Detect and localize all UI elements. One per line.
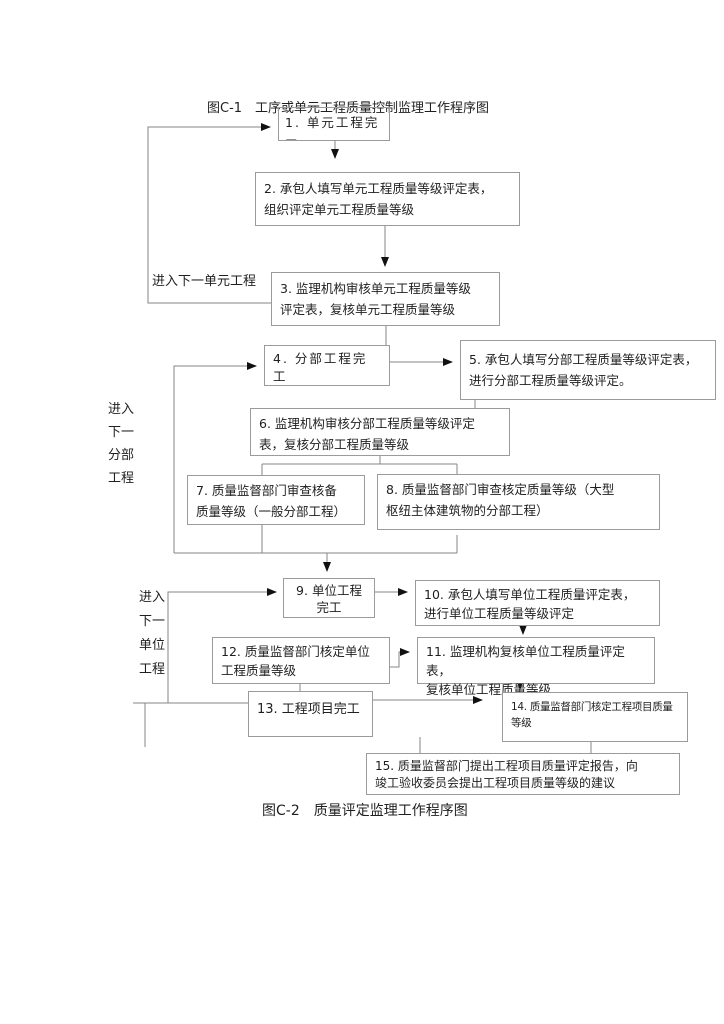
flow-node-2-contractor-fills-unit-form: 2. 承包人填写单元工程质量等级评定表， 组织评定单元工程质量等级	[255, 172, 520, 226]
flow-node-1-unit-work-complete: 1. 单元工程完 工	[278, 107, 390, 141]
flow-node-3-supervisor-reviews-unit: 3. 监理机构审核单元工程质量等级 评定表，复核单元工程质量等级	[271, 272, 500, 326]
flow-node-14-quality-dept-project-grade: 14. 质量监督部门核定工程项目质量等级	[502, 692, 688, 742]
edge-loop-sub	[173, 362, 257, 553]
edge-6-split	[261, 456, 458, 475]
figure2-caption: 图C-2 质量评定监理工作程序图	[262, 803, 468, 819]
edge-merge-bus	[174, 525, 458, 554]
loop-label-next-unit-project: 进入下一单位工程	[139, 590, 166, 677]
figure1-title: 图C-1 工序或单元工程质量控制监理工作程序图	[207, 101, 490, 116]
loop-label-next-unit-work: 进入下一单元工程	[152, 274, 257, 289]
flow-node-12-quality-dept-determines: 12. 质量监督部门核定单位 工程质量等级	[212, 637, 390, 684]
loop-label-next-subproject: 进入下一分部工程	[108, 402, 135, 486]
flow-node-4-subproject-complete: 4. 分部工程完 工	[264, 345, 390, 386]
edge-12-11	[390, 648, 410, 668]
flow-node-9-unit-project-complete: 9. 单位工程 完工	[283, 578, 375, 618]
edge-loop-unitproj	[133, 592, 276, 704]
edge-14-15	[419, 737, 592, 753]
flow-node-6-supervisor-reviews-sub: 6. 监理机构审核分部工程质量等级评定 表，复核分部工程质量等级	[250, 408, 510, 456]
flow-node-15-quality-report-proposal: 15. 质量监督部门提出工程项目质量评定报告，向 竣工验收委员会提出工程项目质量…	[366, 753, 680, 795]
flow-node-7-quality-dept-record: 7. 质量监督部门审查核备 质量等级（一般分部工程）	[187, 475, 365, 525]
flow-node-10-contractor-fills-unitproj: 10. 承包人填写单位工程质量评定表， 进行单位工程质量等级评定	[415, 580, 660, 626]
flow-node-13-project-complete: 13. 工程项目完工	[248, 691, 373, 737]
edge-loop-unit	[147, 123, 271, 304]
flow-node-8-quality-dept-verify: 8. 质量监督部门审查核定质量等级（大型 枢纽主体建筑物的分部工程）	[377, 474, 660, 530]
flow-node-11-supervisor-rechecks: 11. 监理机构复核单位工程质量评定表， 复核单位工程质量等级	[417, 637, 655, 697]
flow-node-5-contractor-fills-sub-form: 5. 承包人填写分部工程质量等级评定表， 进行分部工程质量等级评定。	[460, 340, 716, 400]
